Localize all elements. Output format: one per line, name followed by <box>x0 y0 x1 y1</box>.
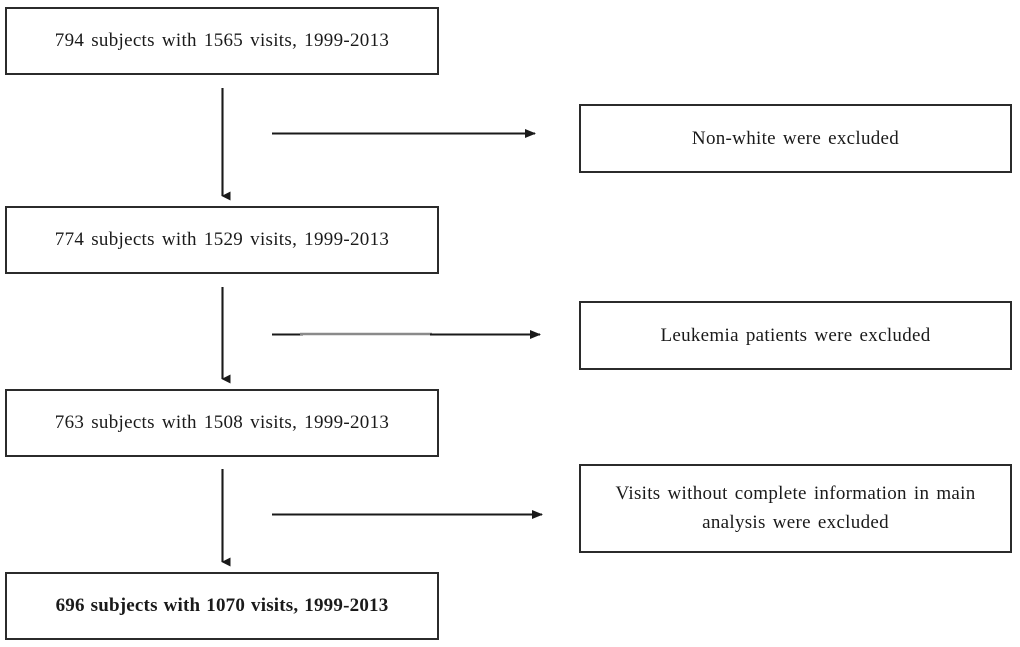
cohort-box-2-label: 774 subjects with 1529 visits, 1999-2013 <box>54 229 390 251</box>
exclusion-box-2-label: Leukemia patients were excluded <box>660 324 931 346</box>
cohort-box-1: 794 subjects with 1565 visits, 1999-2013 <box>5 7 439 75</box>
exclusion-arrow-2 <box>272 330 541 339</box>
exclusion-box-1: Non-white were excluded <box>579 104 1012 173</box>
cohort-box-4-label: 696 subjects with 1070 visits, 1999-2013 <box>55 595 389 617</box>
exclusion-box-3: Visits without complete information in m… <box>579 464 1012 553</box>
cohort-box-2: 774 subjects with 1529 visits, 1999-2013 <box>5 206 439 274</box>
cohort-box-4: 696 subjects with 1070 visits, 1999-2013 <box>5 572 439 640</box>
exclusion-box-1-label: Non-white were excluded <box>691 127 900 149</box>
cohort-box-3: 763 subjects with 1508 visits, 1999-2013 <box>5 389 439 457</box>
exclusion-box-2: Leukemia patients were excluded <box>579 301 1012 370</box>
cohort-box-1-label: 794 subjects with 1565 visits, 1999-2013 <box>54 30 390 52</box>
cohort-box-3-label: 763 subjects with 1508 visits, 1999-2013 <box>54 412 390 434</box>
exclusion-box-3-label: Visits without complete information in m… <box>615 483 976 533</box>
